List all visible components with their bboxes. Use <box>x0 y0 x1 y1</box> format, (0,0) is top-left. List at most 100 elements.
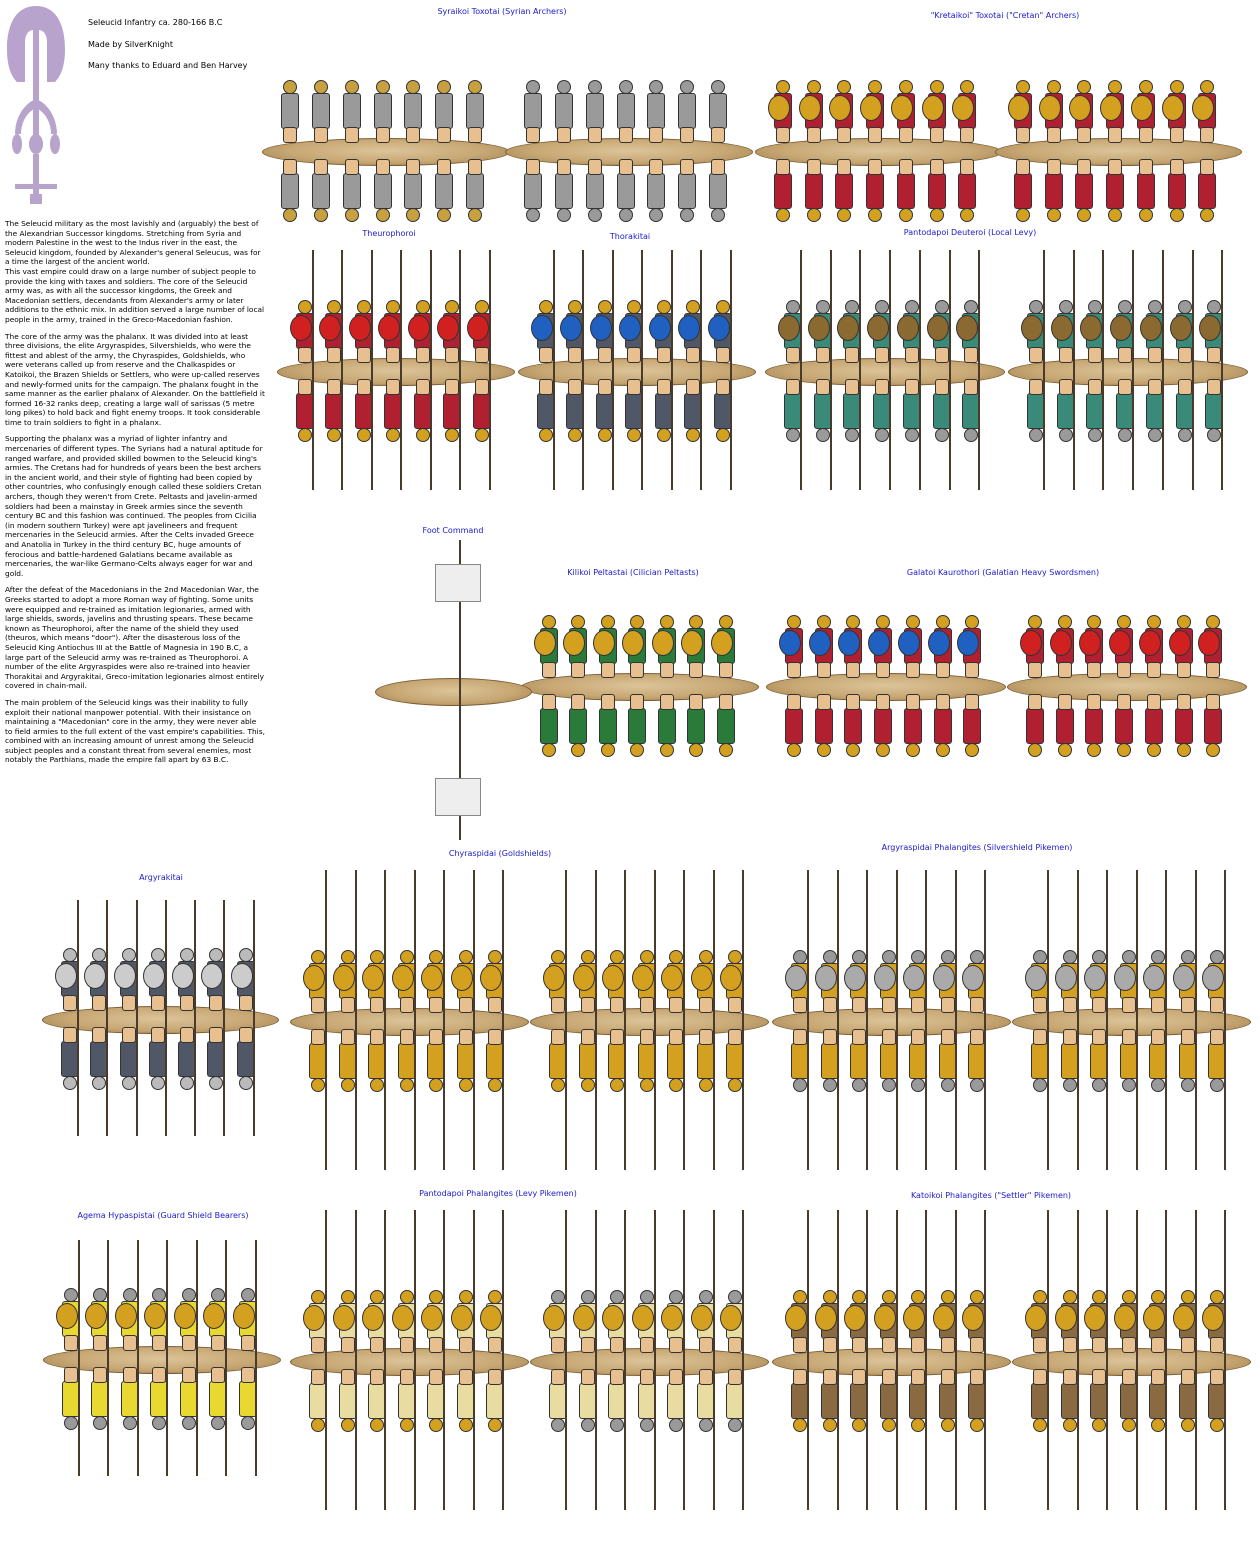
galatoi-stand <box>1007 600 1247 800</box>
label-kilikoi: Kilikoi Peltastai (Cilician Peltasts) <box>567 568 699 577</box>
soldier-figure <box>814 1205 841 1515</box>
soldier-figure <box>1172 860 1199 1180</box>
soldier-figure <box>1113 860 1140 1180</box>
soldier-figure <box>1025 860 1051 1180</box>
soldier-figure <box>808 600 835 770</box>
soldier-figure <box>362 860 388 1180</box>
soldier-figure <box>1054 1205 1081 1515</box>
pantodapoi-deuteroi-stand <box>1008 250 1248 520</box>
page-title: Seleucid Infantry ca. 280-166 B.C <box>88 18 223 27</box>
soldier-figure <box>1008 38 1034 262</box>
soldier-figure <box>563 600 589 770</box>
soldier-figure <box>956 250 982 490</box>
soldier-figure <box>1172 1205 1199 1515</box>
soldier-figure <box>631 1205 658 1515</box>
soldier-figure <box>462 38 486 262</box>
soldier-figure <box>661 1205 687 1515</box>
soldier-figure <box>332 860 359 1180</box>
soldier-figure <box>690 1205 717 1515</box>
katoikoi-stand <box>772 1205 1011 1545</box>
soldier-figure <box>437 250 463 490</box>
soldier-figure <box>1143 860 1169 1180</box>
soldier-figure <box>1113 1205 1140 1515</box>
chyraspidai-stand <box>530 860 769 1210</box>
soldier-figure <box>1054 860 1081 1180</box>
soldier-figure <box>926 250 953 490</box>
soldier-figure <box>678 250 704 490</box>
helmet-emblem-icon <box>7 6 65 204</box>
soldier-figure <box>837 250 863 490</box>
label-cretan-archers: "Kretaikoi" Toxotai ("Cretan" Archers) <box>930 11 1080 20</box>
katoikoi-stand <box>1012 1205 1251 1545</box>
soldier-figure <box>932 1205 959 1515</box>
soldier-figure <box>1168 600 1195 770</box>
soldier-figure <box>421 1205 447 1515</box>
soldier-figure <box>1079 600 1105 770</box>
soldier-figure <box>643 38 667 262</box>
soldier-figure <box>480 1205 506 1515</box>
soldier-figure <box>690 860 717 1180</box>
soldier-figure <box>1199 250 1225 490</box>
soldier-figure <box>85 1240 111 1476</box>
soldier-figure <box>705 38 729 262</box>
label-pantodapoi-deuteroi: Pantodapoi Deuteroi (Local Levy) <box>903 228 1037 237</box>
soldier-figure <box>144 1240 170 1476</box>
standard-banner-icon <box>435 564 481 602</box>
soldier-figure <box>560 250 586 490</box>
foot-command-stand <box>375 540 532 840</box>
label-galatoi: Galatoi Kaurothori (Galatian Heavy Sword… <box>906 568 1100 577</box>
soldier-figure <box>798 38 825 262</box>
soldier-figure <box>172 900 198 1136</box>
soldier-figure <box>962 860 988 1180</box>
soldier-figure <box>421 860 447 1180</box>
article-paragraph: The Seleucid military as the most lavish… <box>5 219 265 324</box>
soldier-figure <box>622 600 648 770</box>
soldier-figure <box>720 1205 746 1515</box>
soldier-figure <box>303 1205 329 1515</box>
soldier-figure <box>480 860 506 1180</box>
label-syrian-archers: Syraikoi Toxotai (Syrian Archers) <box>437 7 567 16</box>
soldier-figure <box>1084 860 1110 1180</box>
soldier-figure <box>232 1240 259 1476</box>
agema-stand <box>43 1240 281 1506</box>
article-paragraph: The core of the army was the phalanx. It… <box>5 331 265 427</box>
soldier-figure <box>897 600 924 770</box>
soldier-figure <box>867 250 893 490</box>
soldier-figure <box>1069 38 1095 262</box>
soldier-figure <box>681 600 707 770</box>
syrian-archers-stand <box>505 38 753 292</box>
label-argyrakitai: Argyrakitai <box>139 873 183 882</box>
soldier-figure <box>779 600 805 770</box>
soldier-figure <box>1080 250 1106 490</box>
label-theurophoroi: Theurophoroi <box>362 229 416 238</box>
soldier-figure <box>303 860 329 1180</box>
soldier-figure <box>844 1205 870 1515</box>
soldier-figure <box>348 250 375 490</box>
soldier-figure <box>391 860 418 1180</box>
soldier-figure <box>362 1205 388 1515</box>
soldier-figure <box>962 1205 988 1515</box>
soldier-figure <box>613 38 637 262</box>
soldier-figure <box>551 38 575 262</box>
label-pantodapoi-phalangites: Pantodapoi Phalangites (Levy Pikemen) <box>419 1189 577 1198</box>
pantodapoi-phalangites-stand <box>530 1205 769 1545</box>
soldier-figure <box>932 860 959 1180</box>
label-foot-command: Foot Command <box>422 526 484 535</box>
soldier-figure <box>814 860 841 1180</box>
stand-base <box>375 678 532 706</box>
soldier-figure <box>807 250 834 490</box>
argyraspidai-stand <box>1012 860 1251 1210</box>
soldier-figure <box>1130 38 1157 262</box>
kilikoi-stand <box>521 600 759 800</box>
standard-banner-icon <box>435 778 481 816</box>
soldier-figure <box>308 38 332 262</box>
soldier-figure <box>277 38 301 262</box>
soldier-figure <box>400 38 424 262</box>
soldier-figure <box>1202 860 1228 1180</box>
soldier-figure <box>203 1240 229 1476</box>
soldier-figure <box>534 600 560 770</box>
soldier-figure <box>631 860 658 1180</box>
soldier-figure <box>873 1205 900 1515</box>
label-katoikoi: Katoikoi Phalangites ("Settler" Pikemen) <box>910 1191 1072 1200</box>
pantodapoi-phalangites-stand <box>290 1205 529 1545</box>
